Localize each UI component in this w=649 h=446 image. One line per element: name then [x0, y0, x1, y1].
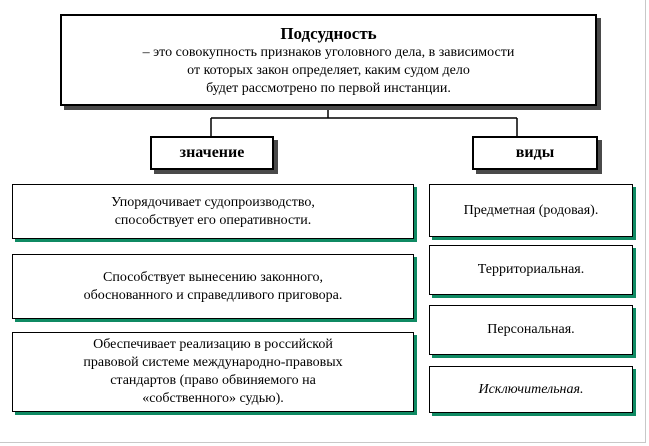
type-item-1-label: Предметная (родовая).: [463, 202, 599, 218]
meaning-item-1: Упорядочивает судопроизводство, способст…: [12, 184, 414, 239]
meaning-item-3-line-1: Обеспечивает реализацию в российской: [93, 337, 333, 352]
definition-box: Подсудность – это совокупность признаков…: [60, 14, 597, 106]
header-znachenie: значение: [150, 136, 274, 170]
meaning-item-3-line-2: правовой системе международно-правовых: [83, 355, 343, 370]
type-item-4-label: Исключительная.: [478, 381, 584, 397]
meaning-item-1-line-2: способствует его оперативности.: [114, 212, 312, 228]
type-item-2-label: Территориальная.: [477, 262, 585, 277]
header-znachenie-label: значение: [179, 144, 245, 161]
definition-line-1: – это совокупность признаков уголовного …: [142, 45, 515, 60]
meaning-item-2-line-2: обоснованного и справедливого приговора.: [83, 287, 343, 303]
definition-line-2: от которых закон определяет, каким судом…: [187, 63, 470, 78]
meaning-item-3: Обеспечивает реализацию в российской пра…: [12, 332, 414, 412]
type-item-4: Исключительная.: [429, 366, 633, 413]
meaning-item-3-line-4: «собственного» судью).: [142, 391, 284, 406]
type-item-1: Предметная (родовая).: [429, 184, 633, 237]
definition-title: Подсудность: [280, 24, 377, 43]
header-vidy: виды: [472, 136, 598, 170]
header-vidy-label: виды: [515, 144, 555, 161]
meaning-item-2: Способствует вынесению законного, обосно…: [12, 254, 414, 319]
meaning-item-2-line-1: Способствует вынесению законного,: [103, 269, 323, 285]
type-item-3-label: Персональная.: [487, 322, 575, 337]
definition-line-3: будет рассмотрено по первой инстанции.: [206, 81, 451, 96]
meaning-item-3-line-3: стандартов (право обвиняемого на: [110, 373, 316, 388]
type-item-2: Территориальная.: [429, 245, 633, 295]
type-item-3: Персональная.: [429, 305, 633, 355]
meaning-item-1-line-1: Упорядочивает судопроизводство,: [111, 194, 315, 210]
